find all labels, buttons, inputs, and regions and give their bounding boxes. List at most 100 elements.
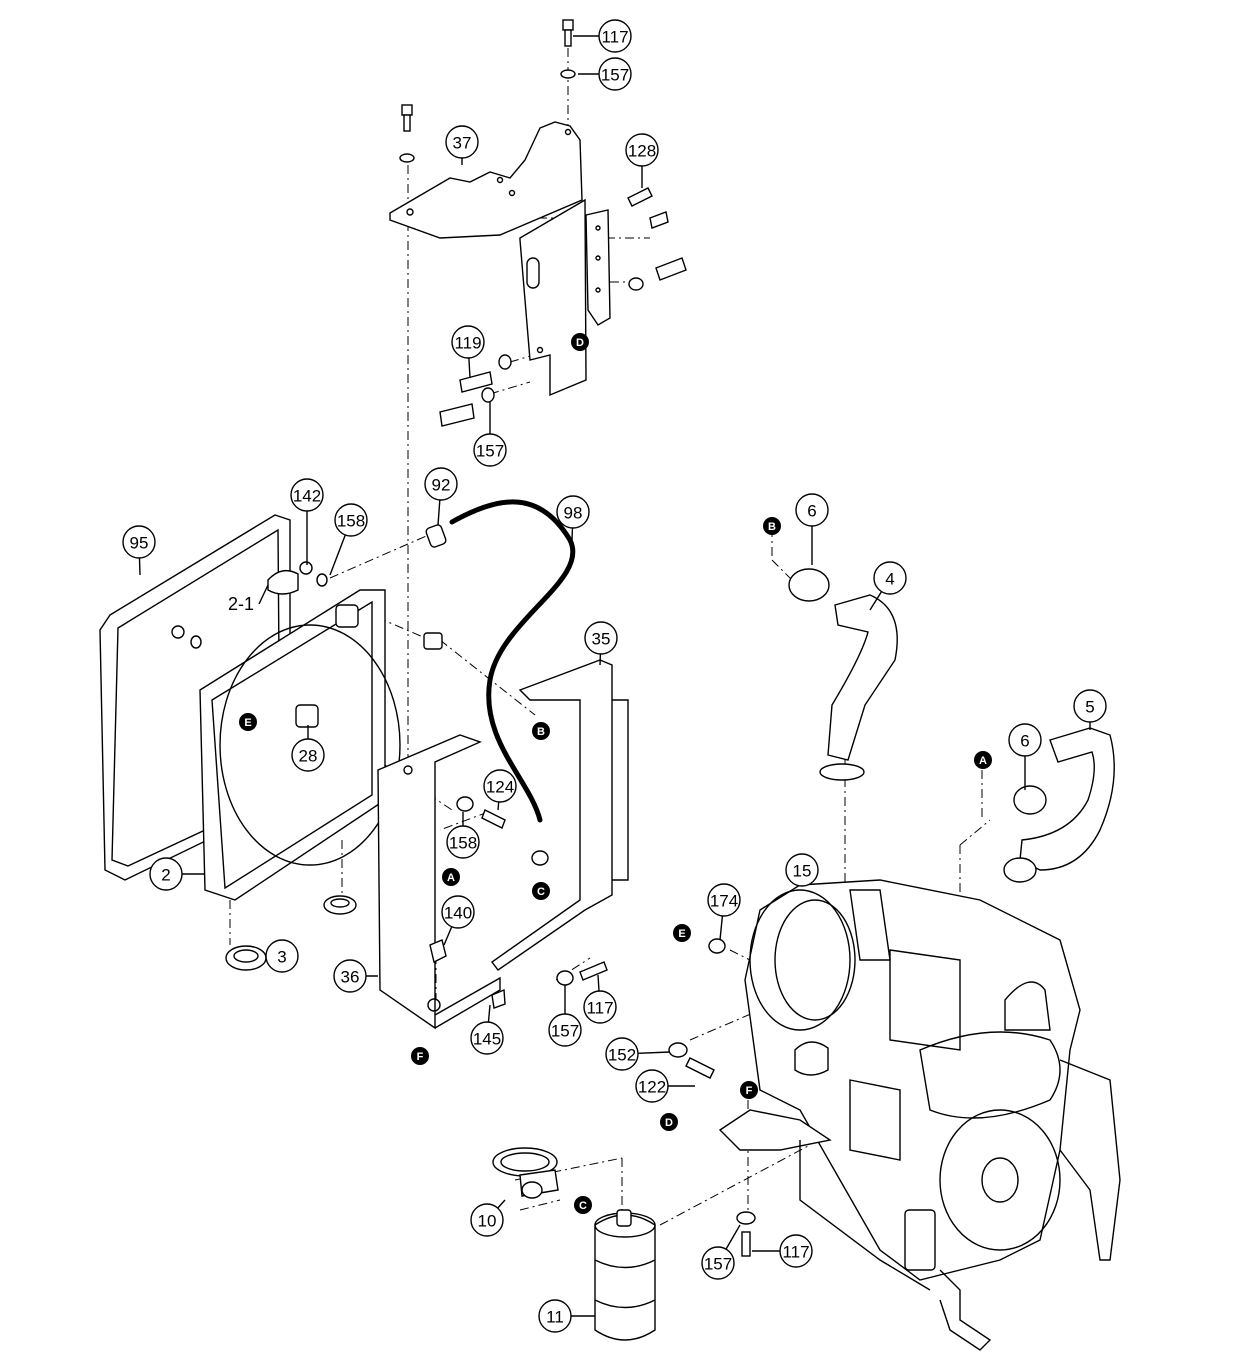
callout-circle [149,857,183,891]
connection-marker: B [532,722,550,740]
marker-dot [532,882,550,900]
callout-circle [598,19,632,53]
lower-hose-5 [1003,727,1115,883]
connection-marker: F [411,1047,429,1065]
marker-letter: A [979,755,987,767]
part-callout: 140 [441,895,475,929]
callout-label: 11 [546,1308,564,1327]
callout-circle [445,125,479,159]
callout-label: 124 [486,778,514,797]
callout-circle [625,133,659,167]
callout-label: 37 [453,134,472,153]
callout-label: 5 [1085,698,1094,717]
part-callout: 174 [707,883,741,917]
callout-label: 158 [449,834,477,853]
callout-circle [873,561,907,595]
marker-dot [574,1196,592,1214]
callout-label: 10 [478,1212,497,1231]
clamp-bracket-10 [492,1147,559,1199]
connection-marker: F [740,1081,758,1099]
callout-label: 117 [586,999,613,1018]
callout-circle [598,57,632,91]
callout-label: 6 [1020,732,1029,751]
part-callout: 152 [605,1037,639,1071]
part-callout: 157 [548,1013,582,1047]
top-bracket-37 [389,121,611,397]
plain-labels: 2-1 [228,594,254,614]
callout-circle [635,1069,669,1103]
callout-label: 6 [807,502,816,521]
connection-marker: A [442,868,460,886]
marker-dot [411,1047,429,1065]
part-callout: 145 [470,1021,504,1055]
connection-marker: D [660,1113,678,1131]
callout-label: 174 [710,892,738,911]
callout-label: 36 [341,968,360,987]
marker-dot [763,517,781,535]
callout-circle [473,433,507,467]
callout-circle [548,1013,582,1047]
part-callout: 158 [446,825,480,859]
callout-label: 2 [161,866,170,885]
marker-letter: D [576,337,584,349]
callout-label: 15 [793,862,812,881]
callout-circle [290,478,324,512]
callout-label: 158 [337,512,365,531]
marker-letter: E [678,928,685,940]
part-callout: 2 [149,857,183,891]
callout-label: 157 [551,1022,579,1041]
connection-marker: A [974,751,992,769]
callout-label: 117 [782,1243,809,1262]
callout-circle [605,1037,639,1071]
marker-letter: F [417,1051,424,1063]
leader-line [258,584,269,605]
part-label: 2-1 [228,594,254,614]
callout-circle [441,895,475,929]
marker-letter: E [244,717,251,729]
connection-marker: C [532,882,550,900]
side-plate-36 [377,734,501,1030]
marker-dot [442,868,460,886]
callout-label: 3 [277,948,286,967]
connection-marker: E [239,713,257,731]
callout-circle [584,621,618,655]
marker-dot [660,1113,678,1131]
part-callout: 157 [598,57,632,91]
marker-letter: F [746,1085,753,1097]
callout-label: 4 [885,570,894,589]
callout-circle [1073,689,1107,723]
callout-label: 122 [638,1078,666,1097]
callout-circle [795,493,829,527]
callout-label: 157 [704,1255,732,1274]
part-callout: 5 [1073,689,1107,723]
callout-label: 95 [130,534,149,553]
engine-assembly-15 [718,879,1121,1351]
filter-11 [594,1209,656,1341]
part-callout: 98 [556,495,590,529]
connection-marker: E [673,924,691,942]
part-callout: 122 [635,1069,669,1103]
part-callout: 142 [290,478,324,512]
callout-circle [470,1021,504,1055]
marker-dot [974,751,992,769]
callout-circle [538,1299,572,1333]
callout-circle [470,1203,504,1237]
connection-marker: D [571,333,589,351]
connection-marker: B [763,517,781,535]
part-callout: 35 [584,621,618,655]
part-callout: 128 [625,133,659,167]
marker-letter: B [768,521,776,533]
radiator-assembly [99,514,443,971]
marker-letter: C [579,1200,587,1212]
marker-letter: D [665,1117,673,1129]
callout-label: 157 [476,442,504,461]
part-callout: 15 [785,853,819,887]
fasteners-engine [429,796,756,1257]
callout-circle [451,325,485,359]
part-callout: 117 [583,990,617,1024]
part-callout: 157 [701,1246,735,1280]
marker-dot [571,333,589,351]
callout-circle [446,825,480,859]
callout-circle [707,883,741,917]
